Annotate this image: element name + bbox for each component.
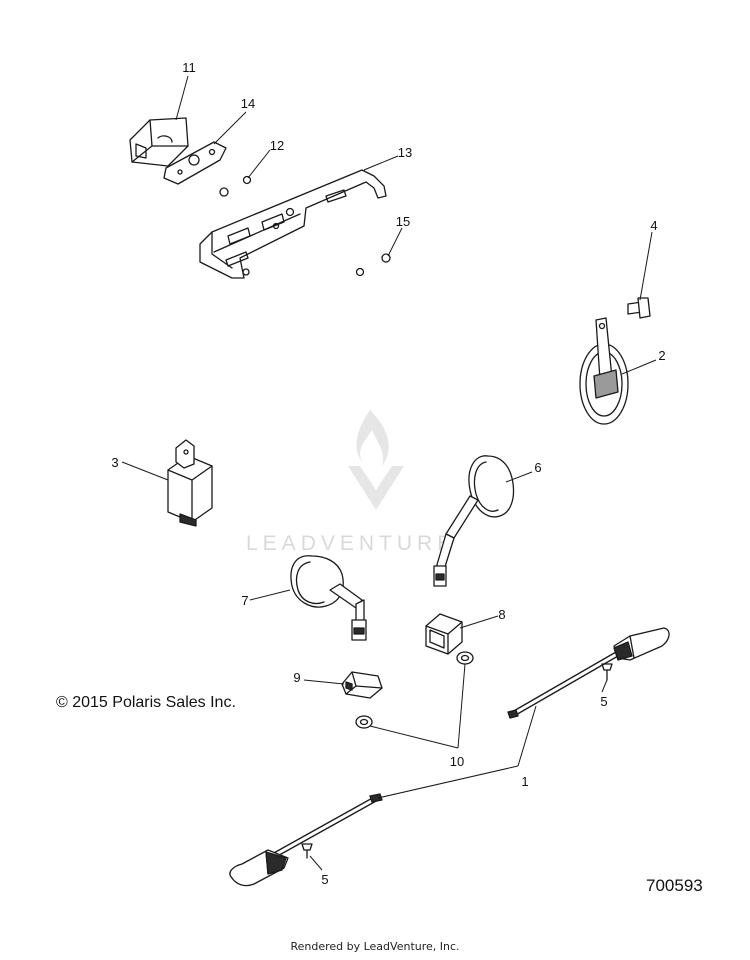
- callout-3: 3: [111, 455, 118, 470]
- callout-7: 7: [241, 593, 248, 608]
- part-14-plate: [163, 141, 227, 185]
- callout-15: 15: [396, 214, 410, 229]
- part-1-turn-signals: [229, 627, 670, 887]
- callout-11: 11: [182, 60, 196, 75]
- copyright-notice: © 2015 Polaris Sales Inc.: [56, 694, 236, 711]
- part-5-screws: [301, 663, 613, 859]
- part-4-bolt: [627, 297, 651, 319]
- part-2-horn: [579, 317, 629, 425]
- figure-number: 700593: [646, 876, 703, 895]
- part-12-nut: [219, 175, 252, 197]
- part-6-mirror-right: [433, 455, 515, 587]
- callout-10: 10: [450, 754, 464, 769]
- part-11-tail-light: [129, 117, 189, 167]
- part-9-connector: [341, 671, 383, 699]
- callout-9: 9: [293, 670, 300, 685]
- callout-14: 14: [241, 96, 255, 111]
- part-7-mirror-left: [290, 555, 367, 641]
- callout-4: 4: [650, 218, 657, 233]
- callout-numbers: 1 2 3 4 5 5 6 7 8 9 10 11 12 13 14 15: [111, 60, 665, 887]
- callout-13: 13: [398, 145, 412, 160]
- callout-12: 12: [270, 138, 284, 153]
- part-15-nut: [355, 253, 391, 277]
- part-8-switch: [425, 613, 463, 655]
- footer-credit: Rendered by LeadVenture, Inc.: [290, 940, 460, 953]
- part-13-bracket: [199, 169, 387, 279]
- callout-2: 2: [658, 348, 665, 363]
- watermark-logo: LEADVENTURE: [246, 410, 456, 555]
- part-3-relay: [167, 439, 213, 527]
- callout-5a: 5: [600, 694, 607, 709]
- callout-8: 8: [498, 607, 505, 622]
- watermark-text: LEADVENTURE: [246, 532, 456, 555]
- leader-lines: [121, 75, 657, 871]
- callout-6: 6: [534, 460, 541, 475]
- callout-5b: 5: [321, 872, 328, 887]
- callout-1: 1: [521, 774, 528, 789]
